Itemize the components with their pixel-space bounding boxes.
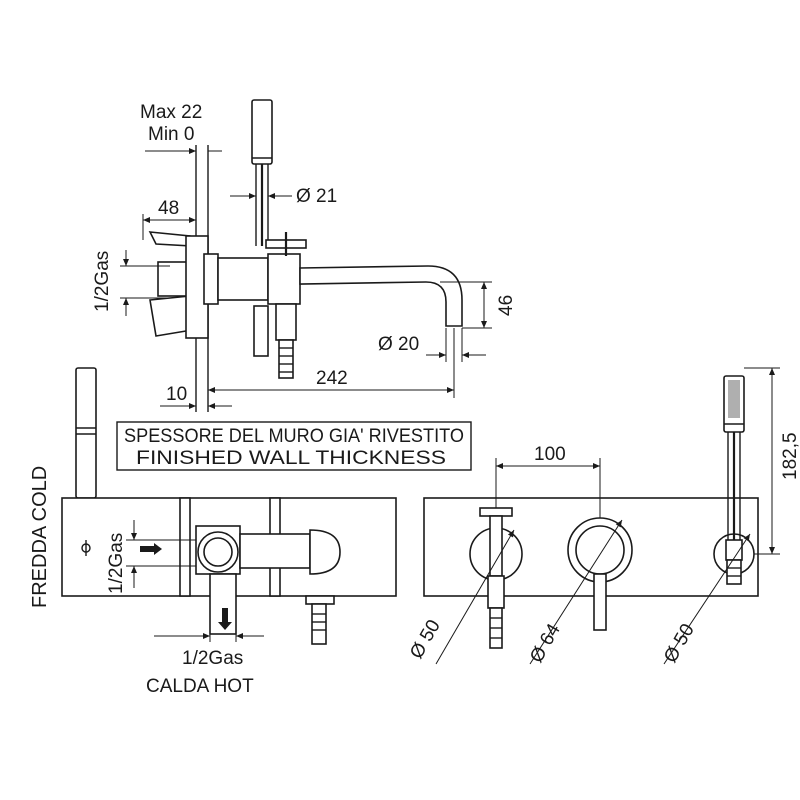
dim-182-5-label: 182,5 <box>780 432 800 480</box>
diameter-64-label: Ø 64 <box>526 620 565 667</box>
dim-46-label: 46 <box>496 295 517 316</box>
wall-thickness-box: SPESSORE DEL MURO GIA' RIVESTITO FINISHE… <box>116 421 472 471</box>
dim-10-label: 10 <box>166 384 187 405</box>
max-label: Max 22 <box>140 102 202 123</box>
wall-thickness-it: SPESSORE DEL MURO GIA' RIVESTITO <box>124 426 464 447</box>
dim-48-label: 48 <box>158 198 179 219</box>
gas-bottom-label: 1/2Gas <box>182 648 243 669</box>
wall-thickness-en: FINISHED WALL THICKNESS <box>136 448 446 469</box>
diameter-21-label: Ø 21 <box>296 186 337 207</box>
dim-100-label: 100 <box>534 444 566 465</box>
diameter-50-left-label: Ø 50 <box>406 616 445 662</box>
min-label: Min 0 <box>148 124 194 145</box>
fredda-cold-label: FREDDA COLD <box>29 466 51 608</box>
side-view: Max 22 Min 0 Ø 21 48 1/2Gas 46 Ø 20 10 2… <box>92 99 517 412</box>
gas-left-label: 1/2Gas <box>92 251 113 312</box>
diameter-50-right-label: Ø 50 <box>660 620 699 666</box>
front-view-left: FREDDA COLD 1/2Gas 1/2Gas CALDA HOT <box>29 367 397 697</box>
calda-hot-label: CALDA HOT <box>146 676 254 697</box>
diameter-20-label: Ø 20 <box>378 334 419 355</box>
gas-side-label: 1/2Gas <box>106 533 127 594</box>
front-view-right: 100 182,5 Ø 50 Ø 64 Ø 50 <box>406 367 800 667</box>
dim-242-label: 242 <box>316 368 348 389</box>
